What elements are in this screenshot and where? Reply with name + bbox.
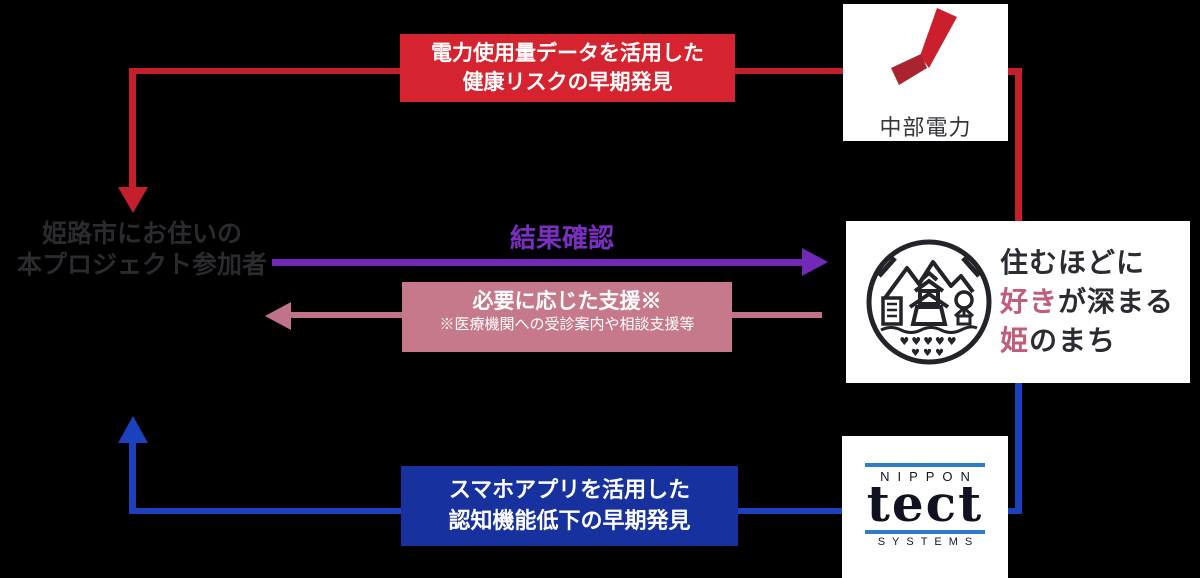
himeji-tagline-line1: 住むほどに xyxy=(1000,247,1146,278)
himeji-castle-emblem-icon: ♥♥♥♥♥ ♥♥♥ xyxy=(866,239,992,365)
support-label-note: ※医療機関への受診案内や相談支援等 xyxy=(439,316,695,333)
app-label-box: スマホアプリを活用した 認知機能低下の早期発見 xyxy=(401,466,738,546)
tect-wordmark: tect xyxy=(866,474,984,533)
purple-arrow-right-icon xyxy=(802,248,828,276)
tect-systems-text: SYSTEMS xyxy=(877,536,980,548)
himeji-tagline-accent1: 好き xyxy=(1000,286,1059,317)
tect-nippon-text: NIPPON xyxy=(880,469,978,484)
chubu-electric-name: 中部電力 xyxy=(879,115,972,140)
himeji-tagline: 住むほどに 好きが深まる 姫のまち xyxy=(1000,243,1174,360)
blue-connector-horizontal-line xyxy=(1008,508,1022,514)
participants-line1: 姫路市にお住いの xyxy=(41,220,242,248)
power-label-line2: 健康リスクの早期発見 xyxy=(462,71,673,94)
nippon-tect-logo-card: NIPPON tect SYSTEMS xyxy=(842,436,1008,578)
himeji-tagline-line2: 好きが深まる xyxy=(1000,282,1174,321)
tect-bottom-rule xyxy=(865,530,985,534)
blue-flow-vertical-line xyxy=(129,443,136,514)
support-label-box: 必要に応じた支援※ ※医療機関への受診案内や相談支援等 xyxy=(402,282,732,352)
himeji-tagline-line3-rest: のまち xyxy=(1029,325,1117,356)
support-label-line1: 必要に応じた支援※ xyxy=(472,290,662,313)
blue-connector-vertical-line xyxy=(1015,383,1022,514)
himeji-logo-card: ♥♥♥♥♥ ♥♥♥ 住むほどに 好きが深まる 姫のまち xyxy=(846,221,1190,383)
himeji-tagline-line2-rest: が深まる xyxy=(1058,286,1175,317)
chubu-electric-logo-card: 中部電力 xyxy=(843,4,1008,141)
power-data-label-box: 電力使用量データを活用した 健康リスクの早期発見 xyxy=(400,34,735,102)
svg-text:♥♥♥♥♥: ♥♥♥♥♥ xyxy=(899,335,958,348)
participants-line2: 本プロジェクト参加者 xyxy=(16,251,267,279)
app-label-line2: 認知機能低下の早期発見 xyxy=(448,508,691,533)
blue-arrow-up-icon xyxy=(118,416,148,443)
power-label-line1: 電力使用量データを活用した xyxy=(431,42,704,65)
app-label-line1: スマホアプリを活用した xyxy=(448,477,691,502)
purple-flow-line xyxy=(272,259,802,266)
svg-text:♥♥♥: ♥♥♥ xyxy=(911,348,947,359)
result-check-label: 結果確認 xyxy=(509,223,614,253)
red-connector-vertical-line xyxy=(1015,68,1022,221)
pink-arrow-left-icon xyxy=(265,302,291,330)
red-arrow-down-icon xyxy=(118,187,148,213)
tect-top-rule xyxy=(865,463,985,467)
participants-text: 姫路市にお住いの 本プロジェクト参加者 xyxy=(16,219,268,281)
chubu-electric-mark-icon xyxy=(891,8,957,85)
red-flow-vertical-line xyxy=(129,68,136,189)
himeji-tagline-accent2: 姫 xyxy=(1000,325,1030,356)
himeji-tagline-line3: 姫のまち xyxy=(1000,321,1174,360)
